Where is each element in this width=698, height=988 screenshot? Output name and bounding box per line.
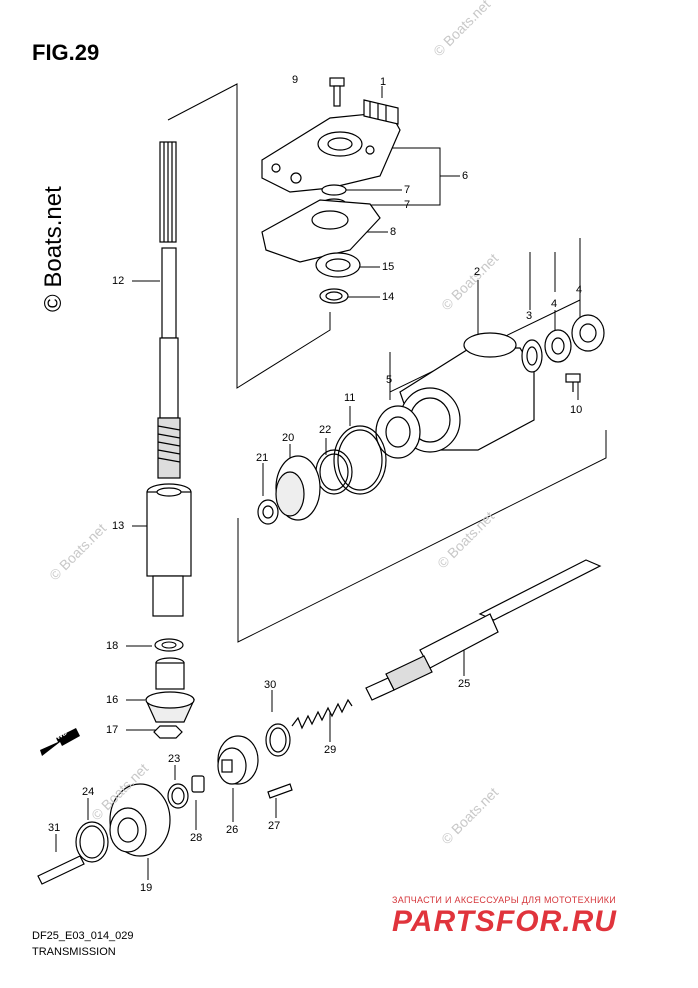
part-label-2[interactable]: 2 (474, 266, 481, 278)
part-label-14[interactable]: 14 (382, 291, 395, 303)
part-label-12[interactable]: 12 (112, 275, 125, 287)
seal-4b (571, 314, 605, 352)
shop-logo: PARTSFOR.RU (392, 905, 617, 938)
part-label-26[interactable]: 26 (226, 824, 239, 836)
part-label-7a[interactable]: 7 (404, 184, 411, 196)
part-label-10[interactable]: 10 (570, 404, 583, 416)
pinion-16 (145, 657, 195, 723)
spring-29 (291, 698, 353, 730)
bolt-9 (329, 77, 345, 107)
pin-28 (191, 775, 205, 793)
bevel-gear-19 (109, 783, 171, 857)
o-ring-11 (333, 425, 387, 495)
part-label-4a[interactable]: 4 (551, 298, 558, 310)
bevel-gear-20 (275, 455, 321, 521)
part-label-13[interactable]: 13 (112, 520, 125, 532)
part-label-17[interactable]: 17 (106, 724, 119, 736)
ring-14 (319, 288, 349, 304)
bearing-3 (521, 339, 543, 373)
pin-27 (267, 783, 293, 799)
shaft-31 (37, 855, 85, 885)
part-label-19[interactable]: 19 (140, 882, 153, 894)
part-label-3[interactable]: 3 (526, 310, 533, 322)
part-label-20[interactable]: 20 (282, 432, 295, 444)
part-label-18[interactable]: 18 (106, 640, 119, 652)
pump-housing-6 (261, 111, 401, 193)
part-label-5[interactable]: 5 (386, 374, 393, 386)
shop-tagline: ЗАПЧАСТИ И АКСЕССУАРЫ ДЛЯ МОТОТЕХНИКИ (392, 895, 617, 905)
figure-caption: TRANSMISSION (32, 946, 116, 958)
part-label-9[interactable]: 9 (292, 74, 299, 86)
sleeve-13 (146, 483, 192, 617)
part-label-1[interactable]: 1 (380, 76, 387, 88)
part-label-23[interactable]: 23 (168, 753, 181, 765)
nut-17 (153, 725, 183, 739)
fwd-arrow-icon (40, 728, 80, 756)
part-label-11[interactable]: 11 (344, 392, 356, 404)
propeller-shaft-25 (365, 559, 602, 701)
part-label-24[interactable]: 24 (82, 786, 95, 798)
bearing-15 (315, 252, 361, 278)
gearcase-2 (399, 332, 535, 453)
part-label-7b[interactable]: 7 (404, 199, 411, 211)
part-label-25[interactable]: 25 (458, 678, 471, 690)
gasket-8 (261, 199, 381, 263)
shim-24 (75, 821, 109, 863)
part-label-22[interactable]: 22 (319, 424, 332, 436)
part-label-29[interactable]: 29 (324, 744, 337, 756)
figure-code: DF25_E03_014_029 (32, 930, 134, 942)
ring-23 (167, 783, 189, 809)
bearing-5 (375, 405, 421, 459)
part-label-8[interactable]: 8 (390, 226, 397, 238)
figure-title: FIG.29 (32, 40, 100, 65)
part-label-28[interactable]: 28 (190, 832, 203, 844)
watermark-vertical: © Boats.net (40, 186, 67, 312)
part-label-16[interactable]: 16 (106, 694, 119, 706)
part-label-31[interactable]: 31 (48, 822, 61, 834)
drive-shaft-12 (157, 141, 181, 479)
clutch-26 (217, 735, 259, 785)
seal-4a (544, 329, 572, 363)
part-label-30[interactable]: 30 (264, 679, 277, 691)
part-label-6[interactable]: 6 (462, 170, 469, 182)
impeller-1 (363, 99, 399, 125)
part-label-21[interactable]: 21 (256, 452, 269, 464)
washer-21 (257, 499, 279, 525)
bracket-shaft-25 (237, 430, 607, 643)
part-label-4b[interactable]: 4 (576, 284, 583, 296)
bolt-10 (565, 373, 581, 392)
part-label-27[interactable]: 27 (268, 820, 281, 832)
part-label-15[interactable]: 15 (382, 261, 395, 273)
bracket-shaft-12 (167, 83, 331, 389)
pin-30 (265, 723, 291, 757)
